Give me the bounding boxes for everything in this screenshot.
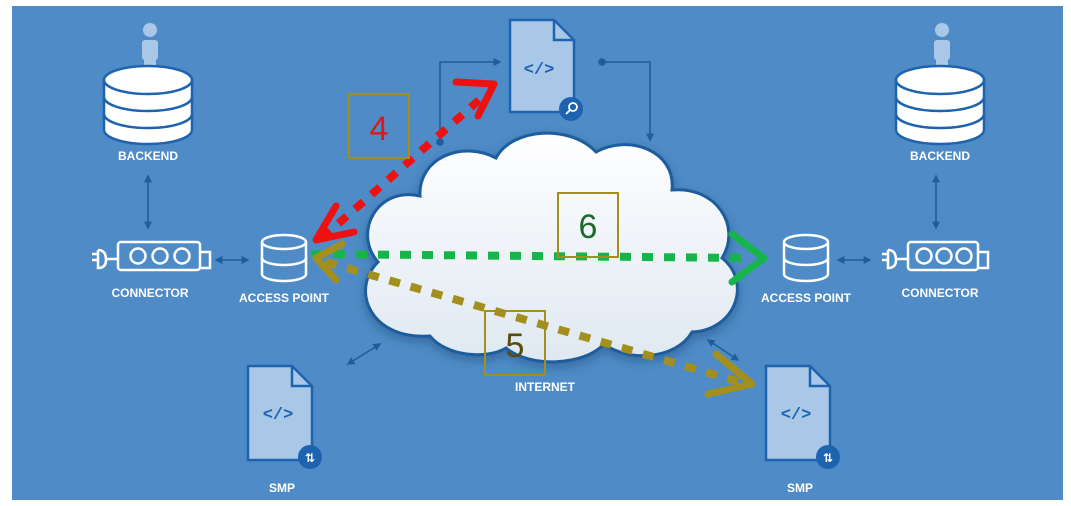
power-strip-icon	[92, 240, 212, 272]
connector-left-label: CONNECTOR	[111, 286, 188, 300]
svg-text:⇅: ⇅	[823, 451, 833, 465]
cloud-icon	[364, 131, 739, 364]
marker-four: 4	[348, 93, 410, 159]
connection-lines	[144, 58, 940, 365]
svg-text:</>: </>	[524, 61, 555, 80]
sml-label: SML	[527, 134, 552, 148]
sml-link-right-dot	[598, 58, 606, 66]
database-icon	[894, 64, 986, 146]
access-point-right-label: ACCESS POINT	[761, 291, 852, 305]
backend-left-label: BACKEND	[118, 149, 178, 163]
database-icon	[102, 64, 194, 146]
access-point-left: ACCESS POINT	[239, 233, 330, 305]
connector-right-label: CONNECTOR	[901, 286, 978, 300]
smp-cloud-link-right	[706, 339, 740, 361]
code-document-icon: </>	[764, 364, 832, 462]
marker-four-number: 4	[370, 110, 389, 148]
arrow-four-red	[312, 78, 498, 244]
code-document-icon: </>	[508, 18, 576, 114]
transfer-badge-icon: ⇅	[816, 445, 840, 469]
connector-left: CONNECTOR	[92, 240, 212, 300]
marker-five-number: 5	[506, 327, 525, 365]
smp-left-document: </> ⇅ SMP	[246, 364, 322, 495]
access-point-left-label: ACCESS POINT	[239, 291, 330, 305]
marker-six: 6	[557, 192, 619, 258]
code-document-icon: </>	[246, 364, 314, 462]
backend-left: BACKEND	[102, 23, 194, 163]
database-icon	[260, 233, 308, 283]
backend-right-label: BACKEND	[910, 149, 970, 163]
sml-link-left	[439, 58, 502, 142]
search-badge-icon	[559, 97, 583, 121]
backend-right: BACKEND	[894, 23, 986, 163]
smp-right-document: </> ⇅ SMP	[764, 364, 840, 495]
marker-five: 5	[484, 310, 546, 376]
svg-text:</>: </>	[263, 406, 294, 425]
marker-six-number: 6	[579, 208, 598, 246]
smp-cloud-link-left	[346, 343, 382, 365]
sml-link-left-dot	[436, 138, 444, 146]
database-icon	[782, 233, 830, 283]
arrow-six-green	[311, 230, 768, 286]
sml-document: </> SML	[508, 18, 583, 148]
smp-left-label: SMP	[269, 481, 295, 495]
svg-text:⇅: ⇅	[305, 451, 315, 465]
access-point-right: ACCESS POINT	[761, 233, 852, 305]
arrow-five-olive	[312, 240, 756, 398]
transfer-badge-icon: ⇅	[298, 445, 322, 469]
internet-label: INTERNET	[515, 380, 576, 394]
power-strip-icon	[882, 240, 990, 272]
connector-right: CONNECTOR	[882, 240, 990, 300]
smp-right-label: SMP	[787, 481, 813, 495]
sml-link-right	[602, 61, 654, 142]
svg-text:</>: </>	[781, 406, 812, 425]
